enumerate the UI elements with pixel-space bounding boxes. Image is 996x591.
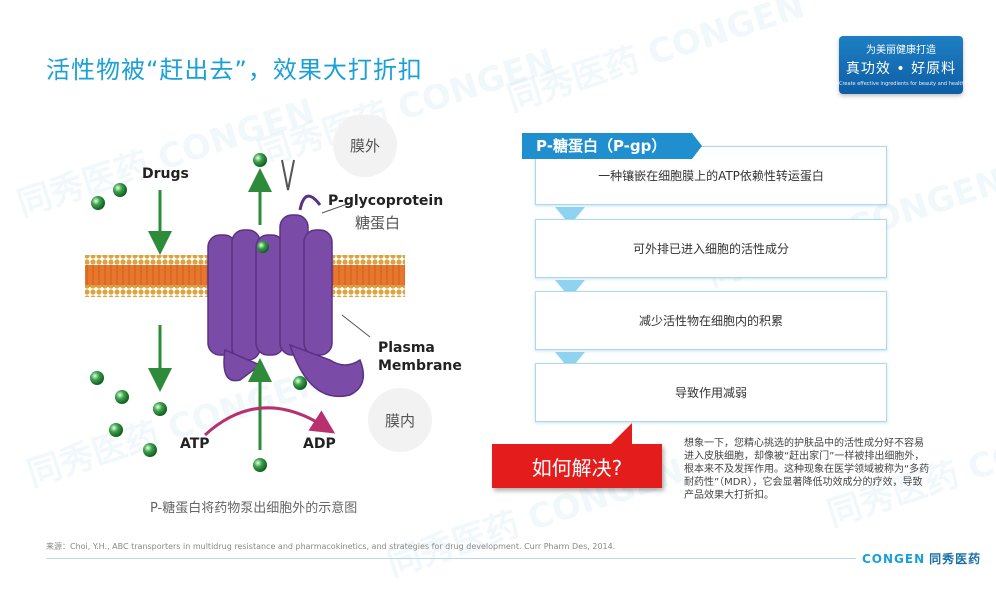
footer-logo-en: CONGEN xyxy=(862,552,926,566)
flow-step-label: 减少活性物在细胞内的积累 xyxy=(638,314,783,328)
pgp-diagram: 膜外 膜内 xyxy=(85,115,462,472)
brand-slogan-line2: 真功效 • 好原料 xyxy=(845,61,957,77)
flow-step-label: 可外排已进入细胞的活性成分 xyxy=(632,242,789,256)
drug-flow-arrows xyxy=(148,168,272,450)
flow-step-3: 减少活性物在细胞内的积累 xyxy=(535,291,887,350)
flow-step-label: 一种镶嵌在细胞膜上的ATP依赖性转运蛋白 xyxy=(598,169,824,183)
flow-step-4: 导致作用减弱 xyxy=(535,363,887,422)
explanation-text: 想象一下，您精心挑选的护肤品中的活性成分好不容易进入皮肤细胞，却像被“赶出家门”… xyxy=(684,438,930,501)
drug-molecules xyxy=(90,153,307,472)
pgp-label-cn: 糖蛋白 xyxy=(355,214,400,232)
membrane-label-line2: Membrane xyxy=(378,358,462,374)
glycan-chain xyxy=(281,159,295,191)
flow-step-label: 导致作用减弱 xyxy=(674,386,747,400)
atp-label: ATP xyxy=(180,436,210,452)
flow-step-2: 可外排已进入细胞的活性成分 xyxy=(535,219,887,278)
footer-logo-cn: 同秀医药 xyxy=(929,552,982,566)
watermark: 同秀医药 CONGEN xyxy=(502,0,810,120)
brand-slogan-line3: Create effective ingredients for beauty … xyxy=(839,81,965,87)
solve-callout-tail xyxy=(610,423,632,445)
atp-adp-arrow xyxy=(203,406,336,437)
outside-label: 膜外 xyxy=(350,137,380,155)
membrane-label-line1: Plasma xyxy=(378,340,435,356)
inside-label-bubble xyxy=(368,388,432,452)
footer-divider xyxy=(46,558,856,559)
solve-callout: 如何解决? xyxy=(492,444,662,488)
p-glycoprotein xyxy=(207,194,365,398)
brand-slogan-line1: 为美丽健康打造 xyxy=(866,45,936,56)
pgp-label-en: P-glycoprotein xyxy=(328,193,443,209)
inside-label: 膜内 xyxy=(385,412,415,430)
brand-badge: 为美丽健康打造 真功效 • 好原料 Create effective ingre… xyxy=(839,36,965,94)
source-citation: 来源：Choi, Y.H., ABC transporters in multi… xyxy=(46,542,616,551)
drugs-label: Drugs xyxy=(142,166,189,182)
adp-label: ADP xyxy=(303,436,336,452)
outside-label-bubble xyxy=(333,115,397,177)
pgp-header: P-糖蛋白（P-gp） xyxy=(522,133,702,159)
diagram-caption: P-糖蛋白将药物泵出细胞外的示意图 xyxy=(150,501,358,516)
page-title: 活性物被“赶出去”，效果大打折扣 xyxy=(46,56,423,84)
